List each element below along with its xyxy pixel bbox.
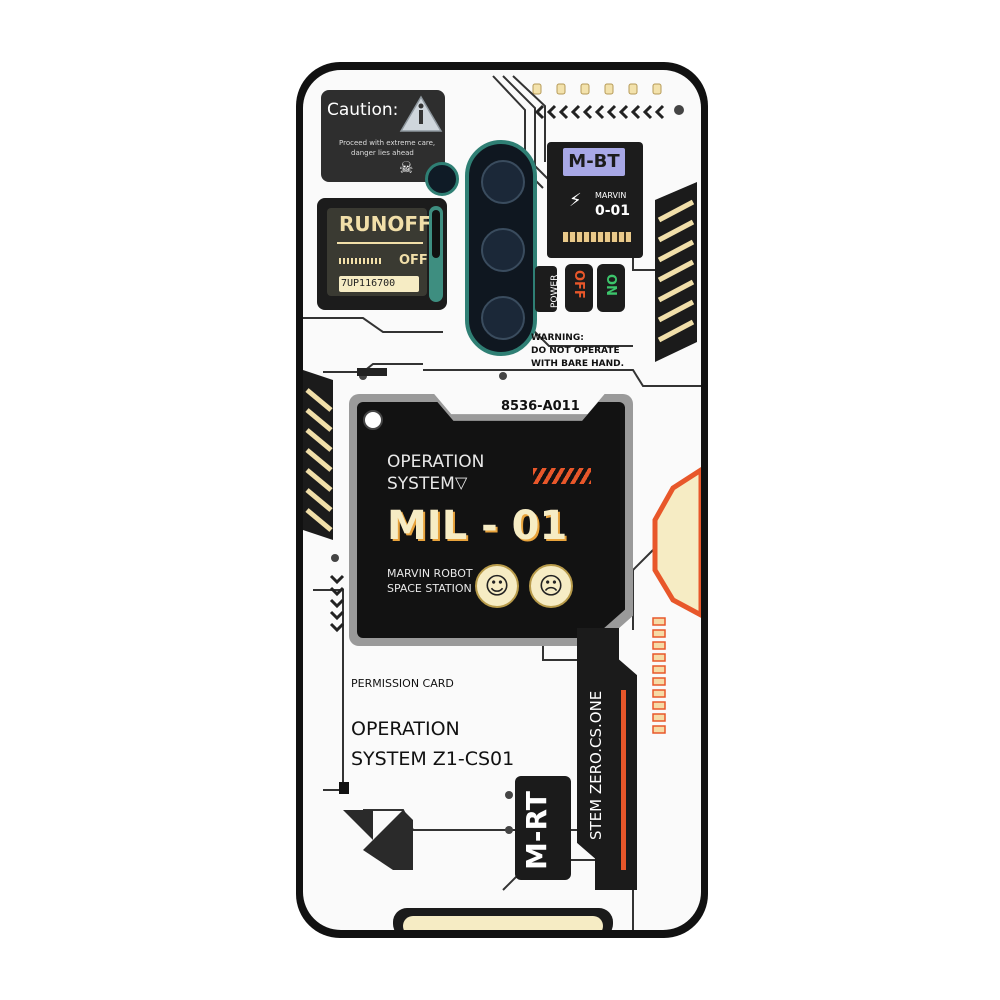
panel-model: MIL - 01 (387, 503, 568, 549)
triangle-down-icon: ▽ (455, 473, 468, 492)
runoff-state: OFF (399, 253, 428, 268)
lightning-shield-icon: ⚡ (569, 190, 582, 211)
skull-icon: ☠ (399, 158, 414, 177)
caution-line-2: danger lies ahead (351, 149, 414, 157)
warning-line-3: WITH BARE HAND. (531, 359, 625, 369)
mrt-tag: M-RT (515, 776, 571, 880)
caution-line-1: Proceed with extreme care, (339, 139, 436, 147)
smiley-icon: ☺ (475, 564, 519, 608)
mbt-barcode (563, 232, 631, 242)
caution-title: Caution: (327, 100, 399, 120)
side-tag-stripe (621, 690, 626, 870)
camera-lens-icon (481, 296, 525, 340)
warning-line-1: WARNING: (531, 333, 584, 343)
mbt-label: M-BT (563, 148, 625, 176)
power-off-label: OFF (571, 270, 586, 299)
sad-face-icon: ☹ (529, 564, 573, 608)
small-lens-icon (425, 162, 459, 196)
mbt-sub-1: MARVIN (595, 191, 627, 200)
mbt-badge: M-BT ⚡ MARVIN 0-01 (547, 142, 643, 258)
power-on-label: ON (603, 274, 618, 296)
side-tag-text: STEM ZERO.CS.ONE (587, 690, 605, 840)
case-back: Caution: Proceed with extreme care, dang… (303, 70, 701, 930)
warning-line-2: DO NOT OPERATE (531, 346, 620, 356)
power-off-switch[interactable]: OFF (565, 264, 593, 312)
panel-os-line-2: SYSTEM (387, 474, 455, 494)
runoff-panel: RUNOFF OFF 7UP116700 (317, 198, 447, 310)
hazard-stripe-icon (533, 468, 591, 484)
runoff-title: RUNOFF (339, 212, 432, 236)
panel-station-line-2: SPACE STATION (387, 582, 472, 595)
permission-line-2: SYSTEM Z1-CS01 (351, 748, 515, 770)
caution-panel: Caution: Proceed with extreme care, dang… (321, 90, 445, 182)
mbt-sub-2: 0-01 (595, 203, 631, 219)
permission-line-1: OPERATION (351, 718, 460, 740)
panel-os-line-1: OPERATION (387, 452, 485, 472)
panel-station-line-1: MARVIN ROBOT (387, 567, 473, 580)
warning-triangle-icon (399, 95, 443, 132)
power-on-switch[interactable]: ON (597, 264, 625, 312)
panel-screw-icon (363, 410, 383, 430)
panel-code: 8536-A011 (501, 399, 580, 414)
camera-module (465, 140, 537, 356)
side-tag (577, 628, 637, 890)
circuit-lines (303, 75, 701, 930)
runoff-code: 7UP116700 (339, 276, 419, 292)
permission-label: PERMISSION CARD (351, 677, 454, 690)
power-label-box: POWER (535, 266, 560, 312)
mrt-label: M-RT (520, 791, 553, 870)
power-label: POWER (550, 274, 560, 308)
camera-lens-icon (481, 160, 525, 204)
camera-lens-icon (481, 228, 525, 272)
